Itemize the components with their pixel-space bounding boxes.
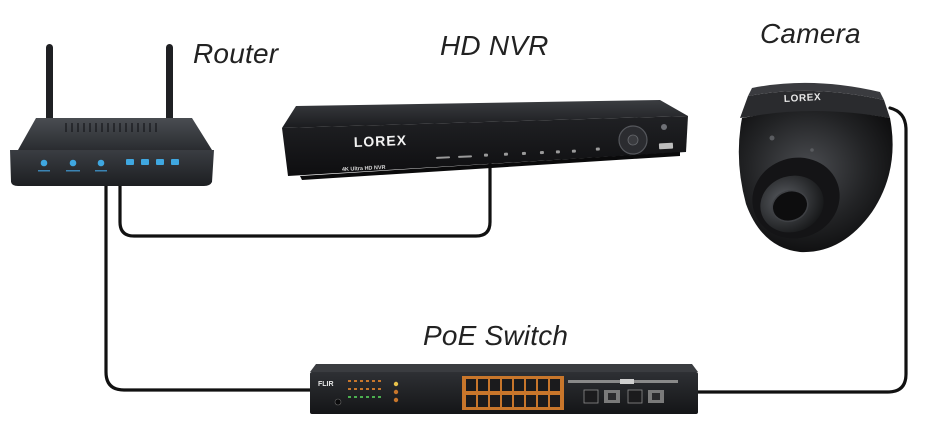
cable-router-switch (104, 176, 322, 392)
cable-router-nvr (118, 162, 492, 238)
nvr-label: HD NVR (440, 30, 549, 61)
switch-status-leds (348, 380, 399, 403)
poe-switch-label: PoE Switch (423, 320, 569, 351)
nvr-brand-text: LOREX (354, 132, 408, 150)
camera-brand-text: LOREX (784, 92, 822, 105)
router-device (10, 44, 214, 186)
camera-lens (771, 189, 809, 223)
cable-switch-camera (680, 106, 908, 394)
camera-device: LOREX (738, 82, 893, 253)
nvr-model-text: 4K Ultra HD NVR (342, 165, 386, 173)
router-antenna-left (46, 44, 53, 140)
poe-switch-device: FLIR (310, 364, 698, 414)
switch-poe-ports (462, 376, 564, 410)
switch-uplink-ports (583, 389, 664, 404)
camera-label: Camera (760, 18, 861, 49)
router-label: Router (193, 38, 279, 69)
nvr-front-buttons (436, 147, 600, 159)
nvr-usb-port (658, 142, 674, 150)
cables (104, 106, 908, 394)
nvr-device: LOREX 4K Ultra HD NVR (282, 100, 688, 180)
router-antenna-right (166, 44, 173, 140)
router-status-leds (40, 159, 179, 167)
switch-brand-text: FLIR (318, 381, 334, 388)
